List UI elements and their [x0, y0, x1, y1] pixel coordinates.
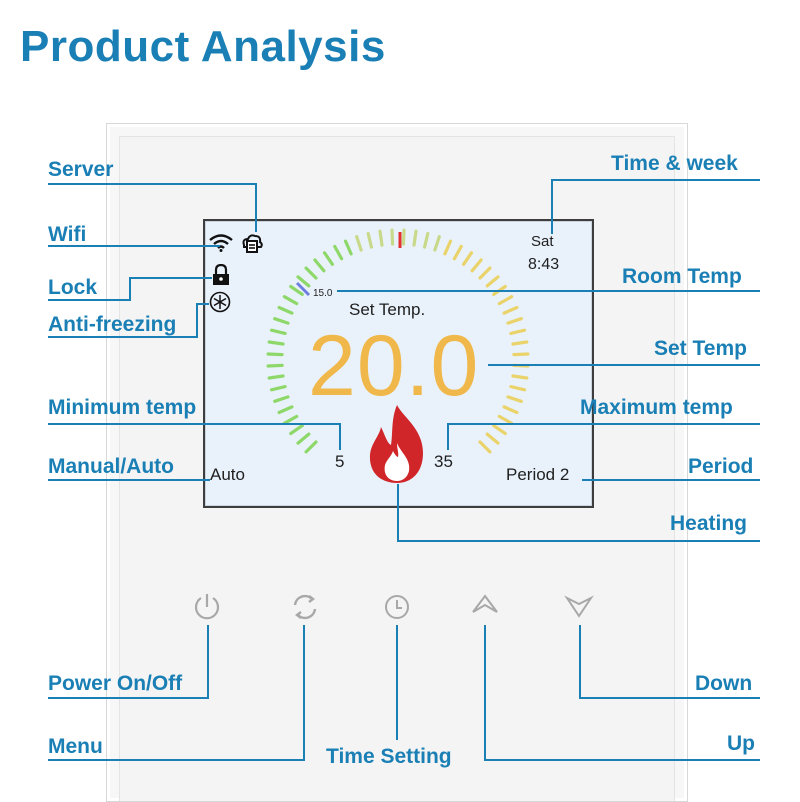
- gauge-tick: [423, 231, 430, 249]
- gauge-tick: [512, 363, 530, 368]
- callout-anti-freezing: Anti-freezing: [48, 313, 177, 336]
- callout-time-week: Time & week: [611, 152, 738, 175]
- period-value: Period 2: [506, 465, 570, 484]
- gauge-tick: [267, 374, 285, 380]
- gauge-tick: [497, 295, 514, 306]
- gauge-tick: [266, 352, 284, 357]
- day-of-week: Sat: [531, 233, 554, 250]
- gauge-tick: [509, 385, 527, 392]
- callout-period: Period: [688, 455, 754, 478]
- gauge-tick: [366, 231, 373, 249]
- gauge-tick: [273, 395, 290, 403]
- callout-wifi: Wifi: [48, 223, 87, 246]
- gauge-tick: [289, 284, 304, 297]
- gauge-tick: [289, 424, 304, 436]
- mode-value: Auto: [210, 465, 245, 484]
- gauge-tick: [502, 305, 519, 315]
- callout-up: Up: [727, 732, 755, 755]
- gauge-tick: [296, 275, 311, 288]
- gauge-tick: [511, 340, 529, 346]
- callout-lock: Lock: [48, 276, 98, 299]
- clock-icon: [385, 595, 409, 619]
- gauge-tick: [333, 244, 344, 261]
- callout-manual-auto: Manual/Auto: [48, 455, 174, 478]
- lock-icon: [213, 264, 229, 285]
- gauge-tick: [452, 244, 463, 261]
- gauge-tick: [462, 251, 474, 266]
- gauge-tick: [269, 328, 287, 336]
- gauge-tick: [355, 235, 363, 252]
- gauge-tick: [277, 405, 294, 415]
- gauge-tick: [322, 251, 335, 266]
- gauge-tick: [277, 305, 294, 315]
- callout-heating: Heating: [670, 512, 748, 535]
- gauge-tick: [485, 432, 500, 445]
- gauge-tick: [269, 385, 287, 392]
- clock-time: 8:43: [528, 256, 560, 273]
- gauge-tick: [282, 414, 299, 425]
- callout-minimum-temp: Minimum temp: [48, 396, 197, 419]
- gauge-tick: [266, 363, 284, 368]
- gauge-tick: [497, 414, 514, 425]
- callout-power: Power On/Off: [48, 672, 183, 695]
- gauge-tick: [485, 275, 500, 288]
- gauge-tick: [512, 352, 530, 357]
- gauge-tick: [390, 228, 395, 246]
- callout-server: Server: [48, 158, 114, 181]
- gauge-tick: [401, 228, 406, 246]
- callout-menu: Menu: [48, 735, 103, 758]
- gauge-tick: [470, 258, 483, 273]
- up-arrow-icon: [472, 594, 498, 613]
- gauge-tick: [502, 405, 519, 415]
- gauge-tick: [304, 440, 318, 454]
- gauge-tick: [343, 239, 353, 256]
- set-temp-label: Set Temp.: [349, 300, 426, 319]
- power-button[interactable]: [190, 590, 224, 624]
- gauge-tick: [511, 374, 529, 380]
- gauge-tick: [509, 328, 527, 336]
- down-arrow-icon: [564, 595, 594, 618]
- callout-maximum-temp: Maximum temp: [580, 396, 733, 419]
- callout-set-temp: Set Temp: [654, 337, 747, 360]
- callout-time-setting: Time Setting: [326, 745, 452, 768]
- gauge-tick: [478, 266, 492, 280]
- gauge-tick: [304, 266, 318, 280]
- gauge-tick: [282, 295, 299, 306]
- down-button[interactable]: [562, 590, 596, 624]
- gauge-tick: [443, 239, 453, 256]
- menu-cycle-icon: [293, 594, 317, 620]
- power-icon: [194, 594, 220, 620]
- page-title: Product Analysis: [20, 22, 386, 71]
- up-button[interactable]: [468, 590, 502, 624]
- set-temp-value: 20.0: [308, 318, 480, 414]
- callout-down: Down: [695, 672, 753, 695]
- min-temp-value: 5: [335, 452, 345, 471]
- gauge-tick: [433, 235, 441, 252]
- snowflake-icon: [209, 291, 231, 313]
- menu-button[interactable]: [288, 590, 322, 624]
- gauge-tick: [478, 440, 492, 454]
- gauge-tick: [313, 258, 326, 273]
- gauge-room-marker: [295, 281, 311, 297]
- time-setting-button[interactable]: [380, 590, 414, 624]
- gauge-tick: [492, 424, 507, 436]
- callout-room-temp: Room Temp: [622, 265, 742, 288]
- room-temp-value: 15.0: [313, 288, 333, 299]
- flame-icon: [369, 405, 423, 483]
- max-temp-value: 35: [434, 452, 453, 471]
- server-icon: [242, 234, 263, 253]
- wifi-icon: [209, 234, 233, 252]
- gauge-tick: [412, 229, 418, 247]
- gauge-tick: [273, 317, 290, 325]
- gauge-tick: [296, 432, 311, 445]
- gauge-tick: [378, 229, 384, 247]
- gauge-tick: [506, 317, 523, 325]
- gauge-tick: [492, 284, 507, 297]
- gauge-tick: [267, 340, 285, 346]
- gauge-tick: [506, 395, 523, 403]
